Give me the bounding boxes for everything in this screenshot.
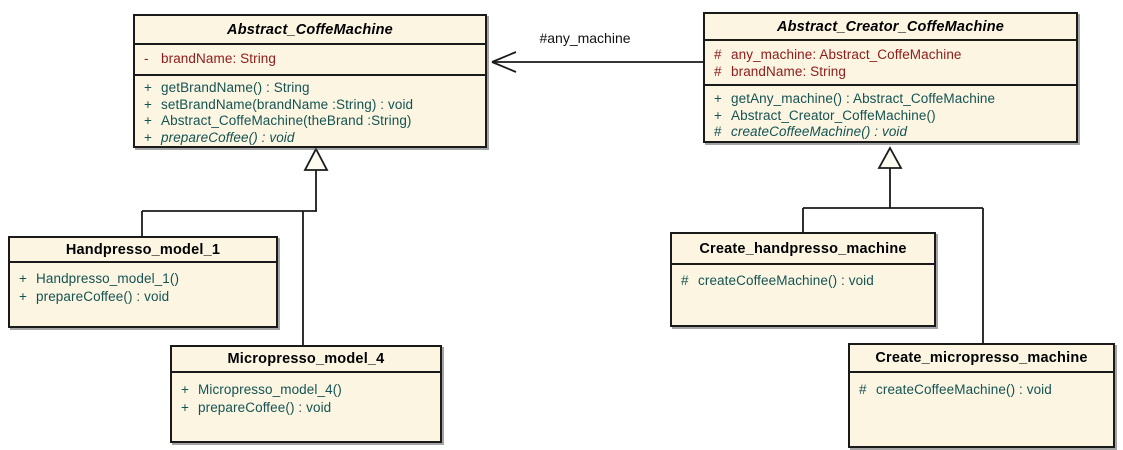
attribute-text: brandName: String xyxy=(161,51,277,66)
visibility-symbol: + xyxy=(144,80,152,95)
method-row: + getBrandName() : String xyxy=(135,80,485,97)
methods-compartment: + getAny_machine() : Abstract_CoffeMachi… xyxy=(705,86,1076,141)
generalization-left-tree xyxy=(141,147,329,345)
visibility-symbol: + xyxy=(144,129,152,145)
attributes-compartment: # any_machine: Abstract_CoffeMachine # b… xyxy=(705,41,1076,86)
visibility-symbol: + xyxy=(19,271,27,286)
visibility-symbol: # xyxy=(681,273,689,288)
attribute-row: # brandName: String xyxy=(705,64,1076,81)
class-title: Create_micropresso_machine xyxy=(850,345,1113,373)
class-title: Abstract_CoffeMachine xyxy=(135,16,485,45)
method-text: prepareCoffee() : void xyxy=(198,399,332,415)
method-row: + prepareCoffee() : void xyxy=(135,130,485,147)
class-create-handpresso-machine[interactable]: Create_handpresso_machine # createCoffee… xyxy=(670,232,936,327)
method-text: Micropresso_model_4() xyxy=(198,382,342,397)
attribute-row: - brandName: String xyxy=(135,51,485,68)
association-label: #any_machine xyxy=(539,30,631,46)
visibility-symbol: # xyxy=(714,47,722,62)
methods-compartment: + Micropresso_model_4() + prepareCoffee(… xyxy=(172,373,440,441)
visibility-symbol: + xyxy=(181,382,189,397)
methods-compartment: # createCoffeeMachine() : void xyxy=(850,373,1113,446)
method-row: + prepareCoffee() : void xyxy=(172,399,440,417)
method-text: getBrandName() : String xyxy=(161,80,310,95)
methods-compartment: # createCoffeeMachine() : void xyxy=(672,265,934,325)
attribute-text: any_machine: Abstract_CoffeMachine xyxy=(731,47,962,62)
method-text: prepareCoffee() : void xyxy=(36,288,170,304)
method-text: createCoffeeMachine() : void xyxy=(876,382,1052,397)
class-title: Handpresso_model_1 xyxy=(10,238,276,263)
class-create-micropresso-machine[interactable]: Create_micropresso_machine # createCoffe… xyxy=(848,343,1115,448)
hollow-triangle-icon xyxy=(303,147,329,171)
attribute-row: # any_machine: Abstract_CoffeMachine xyxy=(705,47,1076,64)
generalization-right-tree xyxy=(802,146,984,343)
class-micropresso-model-4[interactable]: Micropresso_model_4 + Micropresso_model_… xyxy=(170,345,442,443)
hollow-triangle-icon xyxy=(877,146,903,169)
method-text: createCoffeeMachine() : void xyxy=(698,273,874,288)
method-text: getAny_machine() : Abstract_CoffeMachine xyxy=(731,91,996,106)
method-row: + getAny_machine() : Abstract_CoffeMachi… xyxy=(705,91,1076,108)
class-abstract-creator-coffemachine[interactable]: Abstract_Creator_CoffeMachine # any_mach… xyxy=(703,12,1078,143)
visibility-symbol: + xyxy=(714,91,722,106)
method-text: createCoffeeMachine() : void xyxy=(731,124,908,139)
attribute-text: brandName: String xyxy=(731,63,847,79)
visibility-symbol: + xyxy=(714,107,722,123)
visibility-symbol: # xyxy=(714,63,722,79)
visibility-symbol: + xyxy=(19,288,27,304)
class-title: Micropresso_model_4 xyxy=(172,347,440,373)
visibility-symbol: + xyxy=(181,399,189,415)
attributes-compartment: - brandName: String xyxy=(135,45,485,76)
method-row: + Abstract_CoffeMachine(theBrand :String… xyxy=(135,113,485,130)
method-row: + Abstract_Creator_CoffeMachine() xyxy=(705,108,1076,125)
method-row: # createCoffeeMachine() : void xyxy=(850,382,1113,399)
method-row: + Micropresso_model_4() xyxy=(172,381,440,399)
method-text: setBrandName(brandName :String) : void xyxy=(161,96,414,112)
method-text: Abstract_CoffeMachine(theBrand :String) xyxy=(161,113,412,128)
method-text: Handpresso_model_1() xyxy=(36,271,180,286)
visibility-symbol: - xyxy=(144,51,149,66)
visibility-symbol: + xyxy=(144,113,152,128)
method-row: # createCoffeeMachine() : void xyxy=(672,273,934,290)
method-row: + Handpresso_model_1() xyxy=(10,270,276,288)
class-handpresso-model-1[interactable]: Handpresso_model_1 + Handpresso_model_1(… xyxy=(8,236,278,328)
method-row: + prepareCoffee() : void xyxy=(10,288,276,306)
visibility-symbol: + xyxy=(144,96,152,112)
method-text: prepareCoffee() : void xyxy=(161,129,295,145)
visibility-symbol: # xyxy=(714,124,722,139)
method-row: + setBrandName(brandName :String) : void xyxy=(135,97,485,114)
class-title: Abstract_Creator_CoffeMachine xyxy=(705,14,1076,41)
method-text: Abstract_Creator_CoffeMachine() xyxy=(731,107,936,123)
method-row: # createCoffeeMachine() : void xyxy=(705,124,1076,141)
methods-compartment: + Handpresso_model_1() + prepareCoffee()… xyxy=(10,263,276,326)
class-title: Create_handpresso_machine xyxy=(672,234,934,265)
methods-compartment: + getBrandName() : String + setBrandName… xyxy=(135,76,485,146)
class-abstract-coffemachine[interactable]: Abstract_CoffeMachine - brandName: Strin… xyxy=(133,14,487,148)
association-any-machine-arrow xyxy=(491,51,703,73)
visibility-symbol: # xyxy=(859,382,867,397)
